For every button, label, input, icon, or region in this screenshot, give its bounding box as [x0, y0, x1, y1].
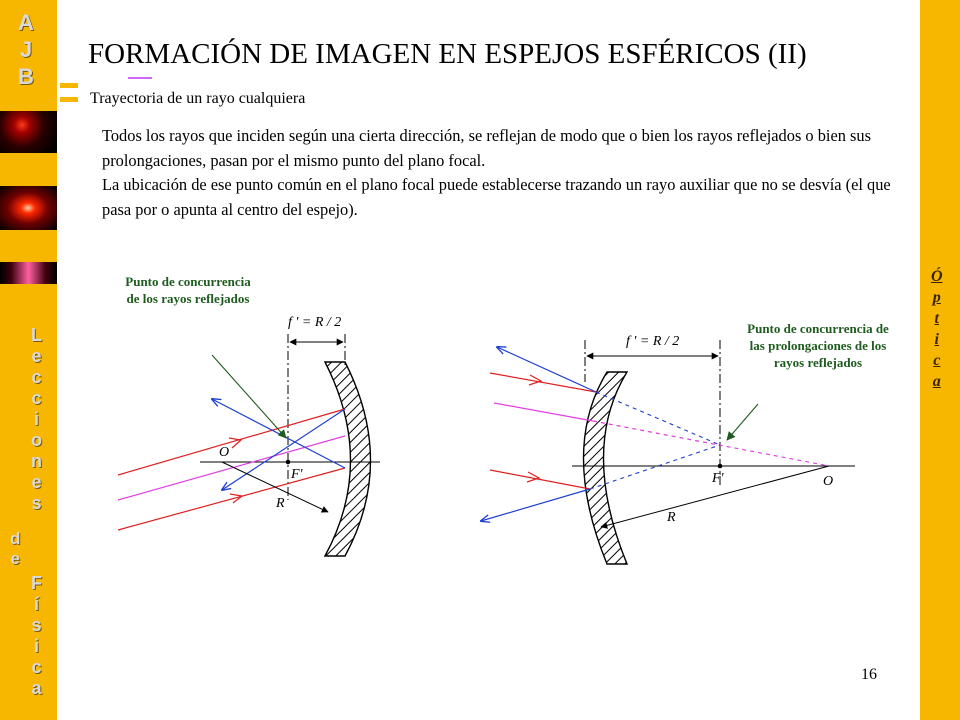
- sidebar-word-lecciones: L e c c i o n e s: [31, 325, 42, 513]
- sidebar-word-optica: Ó p t i c a: [931, 268, 943, 390]
- thumbnail-image-1: [0, 111, 57, 153]
- page-title: FORMACIÓN DE IMAGEN EN ESPEJOS ESFÉRICOS…: [88, 38, 807, 70]
- right-radius-label: R: [666, 510, 676, 525]
- left-focus-label: F': [290, 467, 304, 482]
- right-annotation: Punto de concurrencia de las prolongacio…: [747, 321, 889, 370]
- right-reflected-ray-2: [481, 488, 591, 521]
- left-reflected-ray-1: [222, 408, 346, 490]
- left-radius-label: R: [275, 496, 285, 511]
- thumbnail-image-2: [0, 186, 57, 230]
- left-incident-ray-top: [117, 408, 346, 476]
- left-focus-point: [285, 459, 291, 465]
- right-annotation-arrow: [726, 403, 759, 441]
- right-auxiliary-extension: [592, 420, 830, 467]
- paragraph-2: La ubicación de ese punto común en el pl…: [102, 175, 891, 219]
- right-arrowhead: [528, 374, 543, 386]
- left-arrowhead: [228, 437, 243, 449]
- left-focal-length-label: f ' = R / 2: [288, 315, 341, 330]
- left-annotation-arrow: [211, 354, 287, 439]
- right-focus-label: F': [711, 471, 725, 486]
- right-auxiliary-ray: [493, 402, 594, 422]
- left-diagram: f ' = R / 2 O F' R: [117, 315, 380, 557]
- body-text: Todos los rayos que inciden según una ci…: [102, 124, 902, 222]
- logo-ajb: A J B: [18, 10, 34, 89]
- left-mirror: [323, 361, 372, 557]
- right-reflected-ray-1: [497, 347, 597, 393]
- right-sidebar: [920, 0, 960, 720]
- left-center-label: O: [219, 445, 229, 460]
- decoration-bar: [60, 83, 78, 88]
- left-annotation: Punto de concurrencia de los rayos refle…: [125, 274, 251, 306]
- thumbnail-image-3: [0, 262, 57, 284]
- decoration-bar: [60, 97, 78, 102]
- decoration-line: [128, 77, 152, 79]
- right-reflected-extension-1: [595, 391, 721, 446]
- right-center-label: O: [823, 474, 833, 489]
- right-focus-point: [717, 463, 723, 469]
- left-incident-ray-bottom: [117, 467, 346, 531]
- right-mirror: [582, 371, 629, 565]
- sidebar-word-de: d e: [10, 529, 21, 568]
- paragraph-1: Todos los rayos que inciden según una ci…: [102, 126, 871, 170]
- right-radius-line: [600, 465, 830, 529]
- left-auxiliary-ray: [117, 435, 346, 501]
- left-radius-line: [221, 461, 329, 513]
- right-arrowhead: [526, 471, 541, 483]
- page-number: 16: [861, 666, 877, 683]
- right-incident-ray-top: [489, 372, 597, 393]
- right-diagram: f ' = R / 2 O F' R: [481, 334, 855, 565]
- right-reflected-extension-2: [589, 444, 721, 490]
- page-subtitle: Trayectoria de un rayo cualquiera: [90, 90, 306, 107]
- right-focal-length-label: f ' = R / 2: [626, 334, 679, 349]
- right-incident-ray-bottom: [489, 469, 591, 490]
- sidebar-word-fisica: F í s i c a: [31, 573, 42, 698]
- left-reflected-ray-2: [212, 399, 346, 469]
- left-arrowhead: [229, 493, 244, 504]
